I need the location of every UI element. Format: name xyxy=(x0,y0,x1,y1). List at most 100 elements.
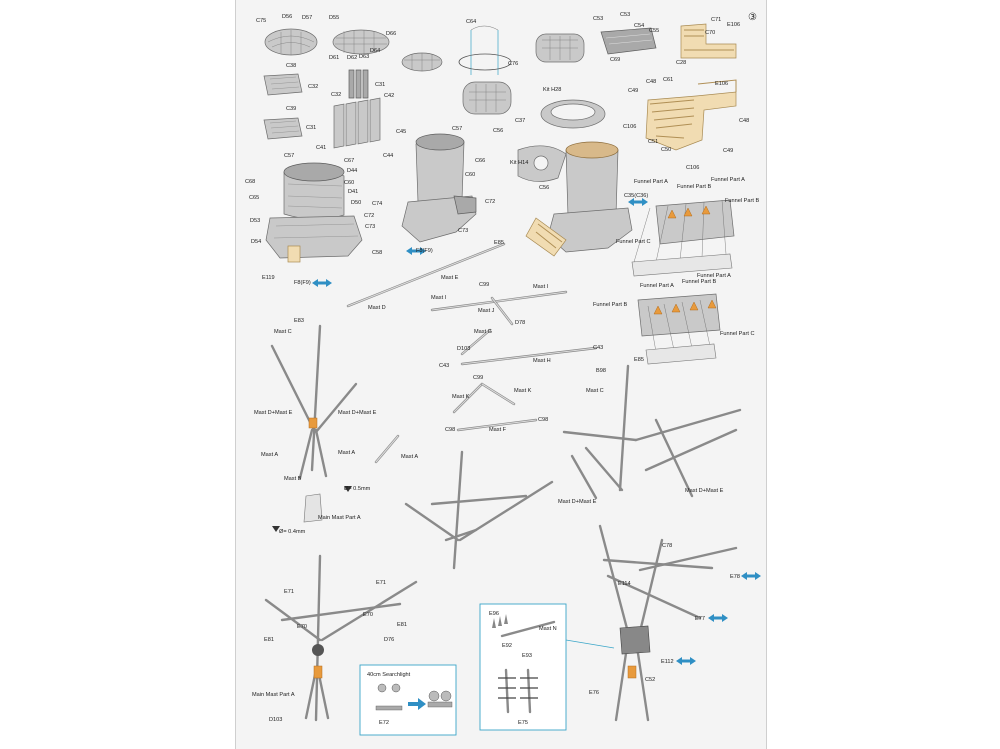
fore-mast-tripod xyxy=(270,324,358,480)
mast-n-inset xyxy=(479,603,615,731)
callout-c74: C74 xyxy=(372,201,382,207)
callout-e106b: E106 xyxy=(715,81,728,87)
callout-c35c36: C35(C36) xyxy=(624,193,648,199)
callout-c68: C68 xyxy=(245,179,255,185)
callout-c38: C38 xyxy=(286,63,296,69)
callout-d103b: D103 xyxy=(269,717,282,723)
instruction-sheet: ③ xyxy=(235,0,767,749)
callout-d78: D78 xyxy=(515,320,525,326)
callout-e71a: E71 xyxy=(376,580,386,586)
callout-d53: D53 xyxy=(250,218,260,224)
callout-e112: E112 xyxy=(661,659,674,665)
callout-mastg: Mast G xyxy=(474,329,492,335)
callout-f8f9b: F8(F9) xyxy=(294,280,311,286)
callout-f8f9a: F8(F9) xyxy=(416,248,433,254)
callout-d66: D66 xyxy=(386,31,396,37)
callout-c106b: C106 xyxy=(686,165,699,171)
callout-d63: D63 xyxy=(359,54,369,60)
callout-d57: D57 xyxy=(302,15,312,21)
callout-mastd1: Mast D xyxy=(368,305,386,311)
callout-e93: E93 xyxy=(522,653,532,659)
callout-c66: C66 xyxy=(475,158,485,164)
callout-c99b: C99 xyxy=(473,375,483,381)
callout-c37: C37 xyxy=(515,118,525,124)
callout-c56b: C56 xyxy=(539,185,549,191)
callout-d56: D56 xyxy=(282,14,292,20)
callout-fpa4: Funnel Part A xyxy=(640,283,674,289)
callout-c39: C39 xyxy=(286,106,296,112)
callout-masta1: Mast A xyxy=(261,452,278,458)
mast-sticks xyxy=(346,242,598,464)
callout-mastde1: Mast D+Mast E xyxy=(254,410,293,416)
callout-c55: C55 xyxy=(649,28,659,34)
callout-e96: E96 xyxy=(489,611,499,617)
callout-masth: Mast H xyxy=(533,358,551,364)
callout-d54: D54 xyxy=(251,239,261,245)
funnel-cap-c75 xyxy=(264,28,318,56)
callout-c61: C61 xyxy=(663,77,673,83)
right-mast-frame xyxy=(562,364,742,500)
callout-e81b: E81 xyxy=(264,637,274,643)
callout-e114: E114 xyxy=(618,581,631,587)
callout-c44: C44 xyxy=(383,153,393,159)
callout-kith28: Kit H28 xyxy=(543,87,561,93)
callout-c106a: C106 xyxy=(623,124,636,130)
funnel-part-closeup-upper xyxy=(631,199,735,277)
callout-d103a: D103 xyxy=(457,346,470,352)
callout-mastde2: Mast D+Mast E xyxy=(338,410,377,416)
callout-dia05: Ø= 0.5mm xyxy=(344,486,371,492)
callout-c98a: C98 xyxy=(445,427,455,433)
kit-h14-plate-c56 xyxy=(517,145,567,182)
callout-d55: D55 xyxy=(329,15,339,21)
callout-d41: D41 xyxy=(348,189,358,195)
callout-c32b: C32 xyxy=(331,92,341,98)
callout-fpb3: Funnel Part B xyxy=(682,279,716,285)
callout-c71: C71 xyxy=(711,17,721,23)
callout-c72b: C72 xyxy=(364,213,374,219)
main-mast-part-a-small xyxy=(272,486,352,532)
callout-e75: E75 xyxy=(518,720,528,726)
callout-c49a: C49 xyxy=(628,88,638,94)
blue-arrows xyxy=(312,198,761,665)
callout-e77: E77 xyxy=(695,616,705,622)
callout-fpc1: Funnel Part C xyxy=(616,239,651,245)
callout-c31a: C31 xyxy=(306,125,316,131)
callout-c98b: C98 xyxy=(538,417,548,423)
bulkheads-c41 xyxy=(333,97,381,149)
callout-b98: B98 xyxy=(596,368,606,374)
callout-e76: E76 xyxy=(589,690,599,696)
main-mast-lower-left xyxy=(264,554,418,722)
callout-c99a: C99 xyxy=(479,282,489,288)
callout-e70b: E70 xyxy=(297,624,307,630)
callout-e119: E119 xyxy=(262,275,275,281)
callout-c32a: C32 xyxy=(308,84,318,90)
callout-d44: D44 xyxy=(347,168,357,174)
callout-mastc2: Mast C xyxy=(586,388,604,394)
platform-c53 xyxy=(600,27,657,55)
callout-maste: Mast E xyxy=(441,275,459,281)
callout-mastb: Mast B xyxy=(284,476,302,482)
callout-c65: C65 xyxy=(249,195,259,201)
callout-fpb4: Funnel Part B xyxy=(593,302,627,308)
callout-searchlight: 40cm Searchlight xyxy=(367,672,411,678)
callout-c41: C41 xyxy=(316,145,326,151)
callout-e71b: E71 xyxy=(284,589,294,595)
callout-d62: D62 xyxy=(347,55,357,61)
funnel-ring-c76 xyxy=(458,25,512,75)
callout-c53b: C53 xyxy=(620,12,630,18)
callout-c54: C54 xyxy=(634,23,644,29)
callout-d64: D64 xyxy=(370,48,380,54)
callout-c57a: C57 xyxy=(452,126,462,132)
pe-rail-c71 xyxy=(680,23,737,59)
callout-mastj: Mast J xyxy=(478,308,495,314)
fore-funnel-assembly xyxy=(265,162,363,263)
callout-c51: C51 xyxy=(648,139,658,145)
grating-c39 xyxy=(263,117,303,140)
callout-e81a: E81 xyxy=(397,622,407,628)
callout-mastde4: Mast D+Mast E xyxy=(685,488,724,494)
callout-e78: E78 xyxy=(730,574,740,580)
funnel-grille-small xyxy=(401,52,443,72)
callout-mastn: Mast N xyxy=(539,626,557,632)
callout-c67: C67 xyxy=(344,158,354,164)
callout-e85b: E85 xyxy=(634,357,644,363)
